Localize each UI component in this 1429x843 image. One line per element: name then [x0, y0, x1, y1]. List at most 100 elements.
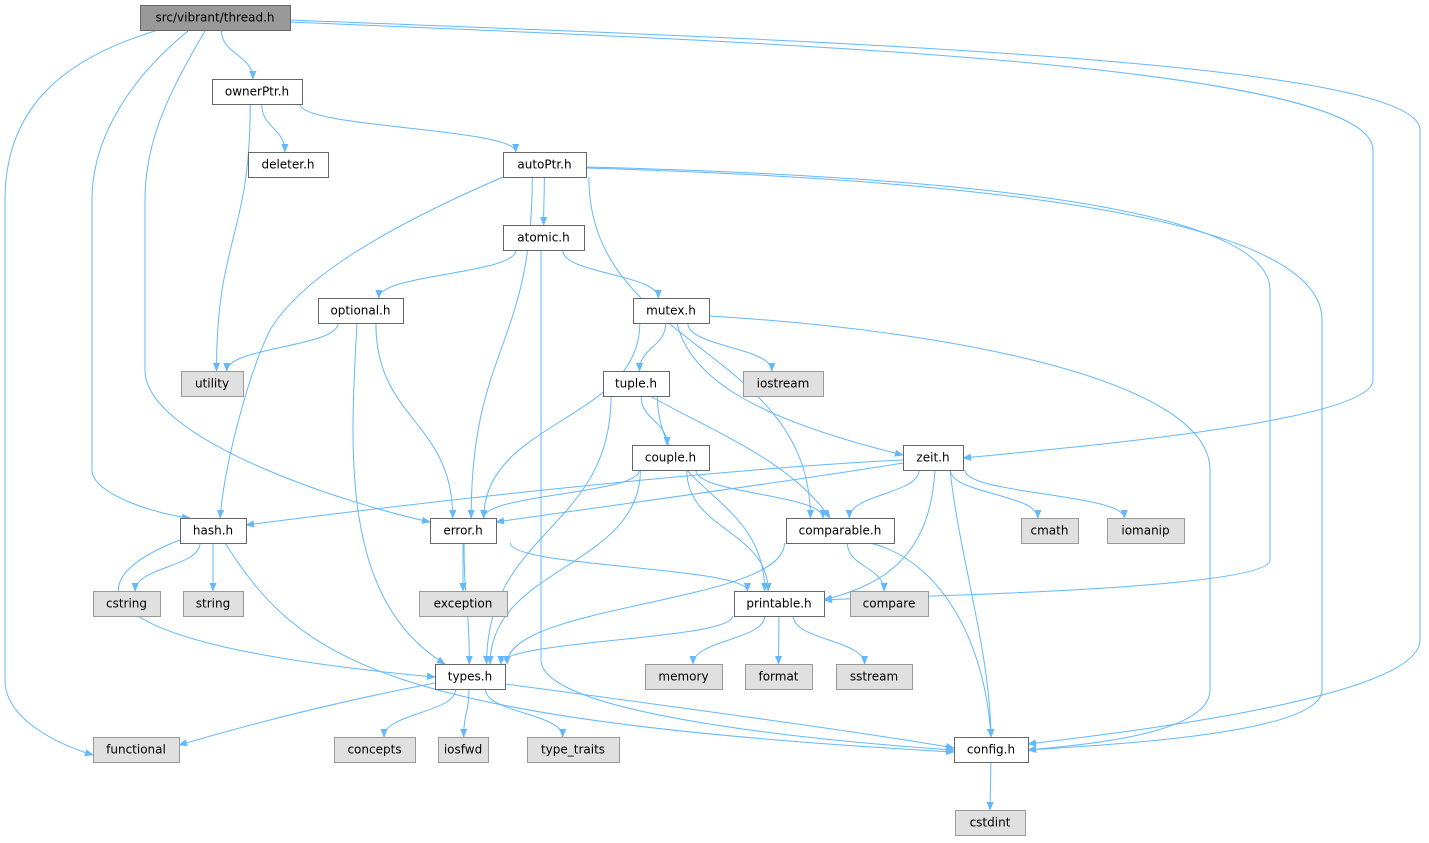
edge-autoPtr-to-config [585, 167, 1323, 754]
edge-couple-to-printable [686, 469, 772, 592]
node-box [183, 591, 244, 617]
edge-zeit-to-comparable [845, 469, 920, 519]
node-box [955, 810, 1026, 836]
node-deleter[interactable]: deleter.h [248, 152, 329, 178]
edge-couple-to-comparable [695, 469, 827, 519]
node-box [140, 5, 291, 31]
node-box [334, 737, 416, 763]
node-label: zeit.h [916, 451, 949, 465]
node-label: type_traits [541, 743, 605, 757]
edge-types-to-iosfwd [460, 688, 470, 738]
edge-comparable-to-config [869, 542, 995, 738]
node-box [1021, 518, 1079, 544]
edge-atomic-to-config [540, 250, 955, 754]
nodes-layer: src/vibrant/thread.h ownerPtr.h deleter.h a… [93, 5, 1185, 836]
edge-config-to-cstdint [986, 761, 994, 811]
node-label: cstring [106, 597, 147, 611]
node-label: types.h [448, 670, 492, 684]
node-label: cstdint [970, 816, 1011, 830]
node-zeit[interactable]: zeit.h [903, 445, 964, 471]
node-label: hash.h [193, 524, 233, 538]
edge-atomic-to-mutex [562, 249, 662, 299]
edge-tuple-to-printable [656, 395, 769, 592]
edge-autoPtr-to-printable [585, 166, 1271, 604]
edge-tuple-to-comparable [649, 395, 831, 519]
node-box [603, 371, 670, 397]
node-config[interactable]: config.h [954, 737, 1029, 763]
node-box [212, 79, 303, 105]
node-format: format [745, 664, 813, 690]
node-autoPtr[interactable]: autoPtr.h [503, 152, 587, 178]
node-box [180, 518, 247, 544]
node-type_traits: type_traits [527, 737, 620, 763]
node-label: couple.h [645, 451, 696, 465]
node-thread[interactable]: src/vibrant/thread.h [140, 5, 291, 31]
node-error[interactable]: error.h [430, 518, 497, 544]
node-box [633, 298, 710, 324]
node-box [419, 591, 508, 617]
node-box [435, 664, 506, 690]
edge-optional-to-error [375, 322, 457, 519]
node-label: tuple.h [615, 377, 657, 391]
node-exception: exception [419, 591, 508, 617]
node-box [181, 371, 244, 397]
edge-optional-to-utility [223, 322, 339, 372]
node-label: sstream [850, 670, 898, 684]
node-concepts: concepts [334, 737, 416, 763]
edge-ownerPtr-to-autoPtr [299, 103, 520, 153]
node-label: exception [434, 597, 493, 611]
node-label: deleter.h [261, 158, 314, 172]
node-label: config.h [967, 743, 1015, 757]
node-mutex[interactable]: mutex.h [633, 298, 710, 324]
node-box [836, 664, 913, 690]
node-label: concepts [347, 743, 401, 757]
node-box [903, 445, 964, 471]
node-iostream: iostream [743, 371, 824, 397]
node-types[interactable]: types.h [435, 664, 506, 690]
node-optional[interactable]: optional.h [318, 298, 404, 324]
node-box [503, 152, 587, 178]
node-utility: utility [181, 371, 244, 397]
node-cstdint: cstdint [955, 810, 1026, 836]
edges-layer [4, 19, 1421, 811]
edge-thread-to-zeit [289, 21, 1374, 461]
node-box [734, 591, 825, 617]
edge-mutex-to-zeit [676, 322, 904, 457]
edge-mutex-to-tuple [635, 322, 667, 372]
node-iosfwd: iosfwd [438, 737, 489, 763]
node-hash[interactable]: hash.h [180, 518, 247, 544]
node-memory: memory [645, 664, 723, 690]
edge-comparable-to-compare [846, 542, 888, 592]
node-label: functional [106, 743, 166, 757]
node-label: compare [863, 597, 916, 611]
node-box [632, 445, 710, 471]
node-ownerPtr[interactable]: ownerPtr.h [212, 79, 303, 105]
node-box [1107, 518, 1185, 544]
node-box [248, 152, 329, 178]
node-label: string [196, 597, 230, 611]
node-box [430, 518, 497, 544]
node-label: memory [658, 670, 708, 684]
node-box [318, 298, 404, 324]
node-label: iomanip [1121, 524, 1169, 538]
edge-autoPtr-to-hash [217, 176, 504, 519]
edge-zeit-to-cmath [949, 469, 1042, 519]
edge-mutex-to-config [708, 315, 1211, 753]
edge-thread-to-config [289, 19, 1421, 747]
node-printable[interactable]: printable.h [734, 591, 825, 617]
node-box [93, 591, 161, 617]
node-atomic[interactable]: atomic.h [503, 225, 585, 251]
node-box [786, 518, 895, 544]
node-couple[interactable]: couple.h [632, 445, 710, 471]
node-comparable[interactable]: comparable.h [786, 518, 895, 544]
edge-zeit-to-error [495, 462, 904, 525]
edge-types-to-concepts [380, 688, 457, 738]
edge-mutex-to-iostream [687, 322, 776, 372]
node-cstring: cstring [93, 591, 161, 617]
node-label: src/vibrant/thread.h [155, 11, 274, 25]
edge-zeit-to-hash [245, 459, 904, 528]
node-tuple[interactable]: tuple.h [603, 371, 670, 397]
node-sstream: sstream [836, 664, 913, 690]
node-label: format [758, 670, 798, 684]
